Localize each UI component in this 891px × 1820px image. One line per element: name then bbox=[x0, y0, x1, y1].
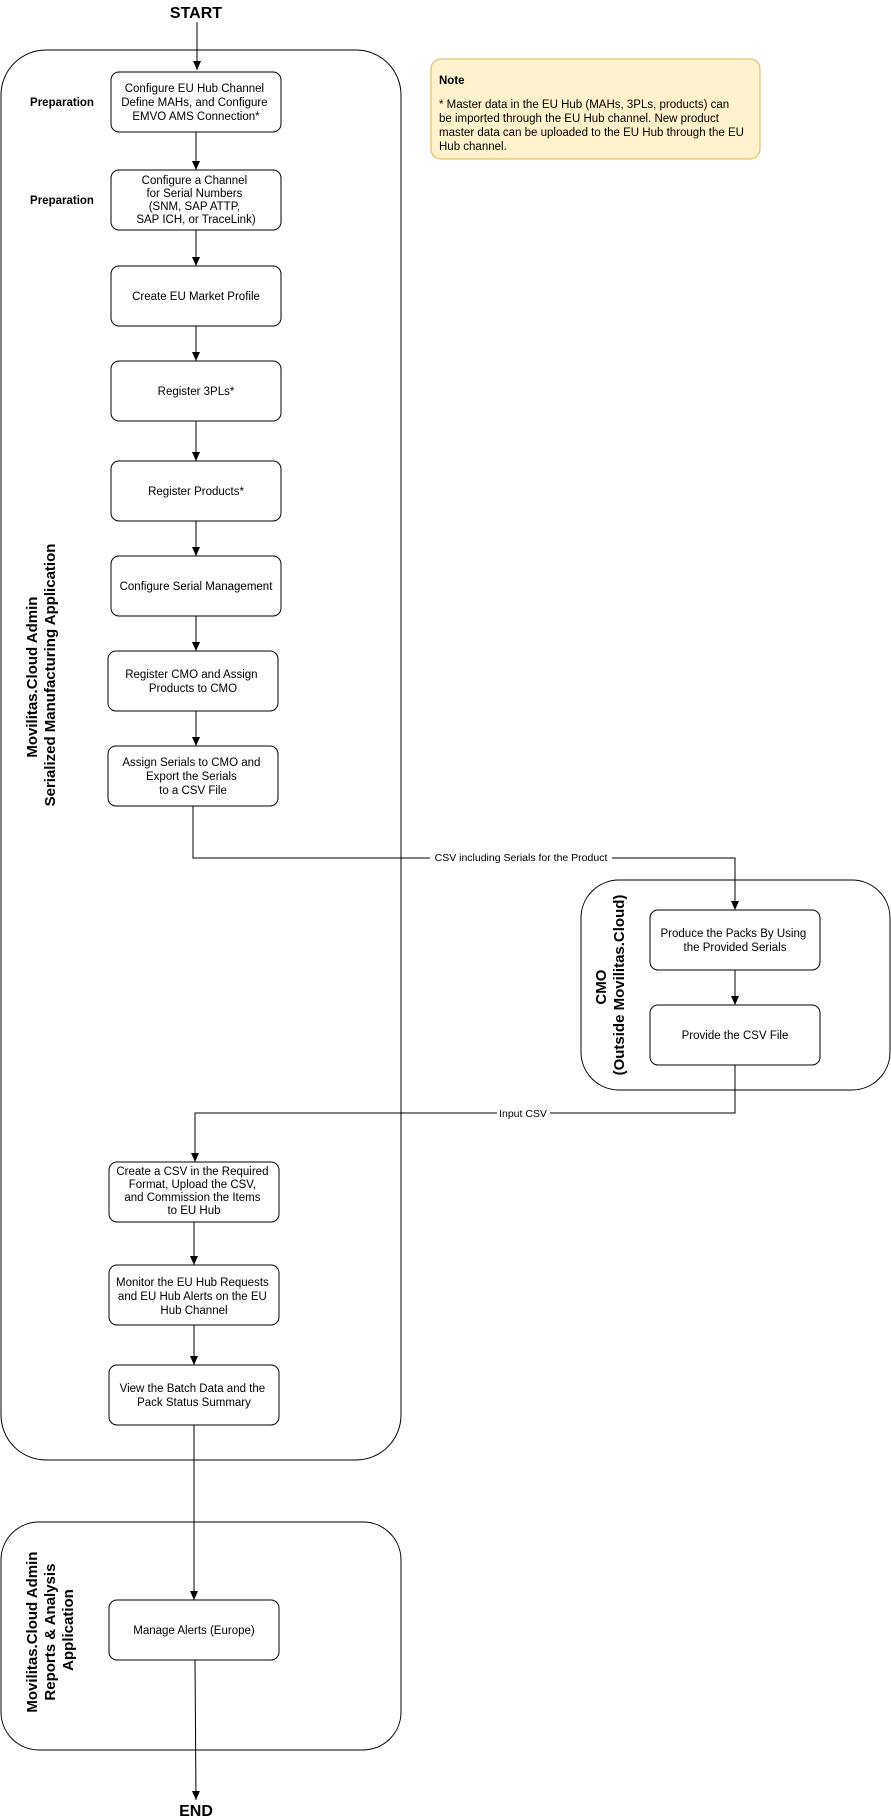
preparation-label: Preparation bbox=[30, 195, 94, 207]
edge-label-csv-serials: CSV including Serials for the Product bbox=[435, 852, 608, 864]
note-line: be imported through the EU Hub channel. … bbox=[439, 113, 720, 125]
note-title: Note bbox=[439, 75, 465, 87]
step-register-cmo: Register CMO and Assign Products to CMO bbox=[107, 650, 279, 712]
note-line: * Master data in the EU Hub (MAHs, 3PLs,… bbox=[439, 99, 729, 111]
svg-text:Configure EU Hub Channel: Configure EU Hub Channel Define MAHs, an… bbox=[121, 83, 271, 123]
step-provide-csv: Provide the CSV File bbox=[649, 1004, 821, 1066]
note-line: Hub channel. bbox=[439, 141, 507, 153]
svg-text:Provide the CSV File: Provide the CSV File bbox=[682, 1030, 789, 1042]
edge-input-csv bbox=[191, 1065, 736, 1162]
svg-text:Monitor the EU Hub Requests: Monitor the EU Hub Requests and EU Hub A… bbox=[116, 1277, 272, 1317]
start-label: START bbox=[170, 5, 222, 22]
note-line: master data can be uploaded to the EU Hu… bbox=[439, 127, 744, 139]
edge-manage-alerts-to-end bbox=[191, 1659, 200, 1801]
svg-text:Configure Serial Management: Configure Serial Management bbox=[120, 581, 274, 593]
lane-title-cmo: CMO (Outside Movilitas.Cloud) bbox=[593, 895, 628, 1076]
svg-text:Configure a Channel for: Configure a Channel for Serial Numbers (… bbox=[136, 175, 255, 226]
step-configure-serial-channel: Configure a Channel for Serial Numbers (… bbox=[110, 169, 282, 231]
note-box bbox=[430, 58, 761, 160]
svg-text:View the Batch Data and the: View the Batch Data and the Pack Status … bbox=[120, 1383, 269, 1409]
svg-text:Create EU Market Profile: Create EU Market Profile bbox=[132, 291, 260, 303]
step-create-csv-commission: Create a CSV in the Required Format, Upl… bbox=[108, 1161, 280, 1223]
lane-title-serialized-manufacturing: Movilitas.Cloud Admin Serialized Manufac… bbox=[24, 544, 59, 807]
svg-text:Assign Serials to CMO and: Assign Serials to CMO and Export the Ser… bbox=[122, 757, 263, 797]
step-produce-packs: Produce the Packs By Using the Provided … bbox=[649, 909, 821, 971]
step-create-market-profile: Create EU Market Profile bbox=[110, 265, 282, 327]
svg-text:Register Products*: Register Products* bbox=[148, 486, 244, 498]
step-register-products: Register Products* bbox=[110, 460, 282, 522]
svg-text:Produce the Packs By Using: Produce the Packs By Using the Provided … bbox=[661, 928, 810, 954]
step-view-batch-data: View the Batch Data and the Pack Status … bbox=[108, 1364, 280, 1426]
svg-text:Register 3PLs*: Register 3PLs* bbox=[158, 386, 235, 398]
svg-text:Create a CSV in the Required: Create a CSV in the Required Format, Upl… bbox=[116, 1166, 271, 1217]
step-configure-serial-management: Configure Serial Management bbox=[110, 555, 282, 617]
edge-label-input-csv: Input CSV bbox=[499, 1108, 547, 1120]
preparation-label: Preparation bbox=[30, 97, 94, 109]
svg-text:Register CMO and Assign: Register CMO and Assign Products to CMO bbox=[125, 669, 261, 695]
end-label: END bbox=[179, 1803, 213, 1820]
step-manage-alerts: Manage Alerts (Europe) bbox=[108, 1599, 280, 1661]
step-register-3pls: Register 3PLs* bbox=[110, 360, 282, 422]
step-configure-eu-hub: Configure EU Hub Channel Define MAHs, an… bbox=[110, 71, 282, 133]
step-assign-serials: Assign Serials to CMO and Export the Ser… bbox=[107, 745, 279, 807]
lane-title-reports-analysis: Movilitas.Cloud Admin Reports & Analysis… bbox=[24, 1547, 77, 1712]
step-monitor-eu-hub: Monitor the EU Hub Requests and EU Hub A… bbox=[108, 1264, 280, 1326]
svg-text:Manage Alerts (Europe): Manage Alerts (Europe) bbox=[133, 1625, 255, 1637]
